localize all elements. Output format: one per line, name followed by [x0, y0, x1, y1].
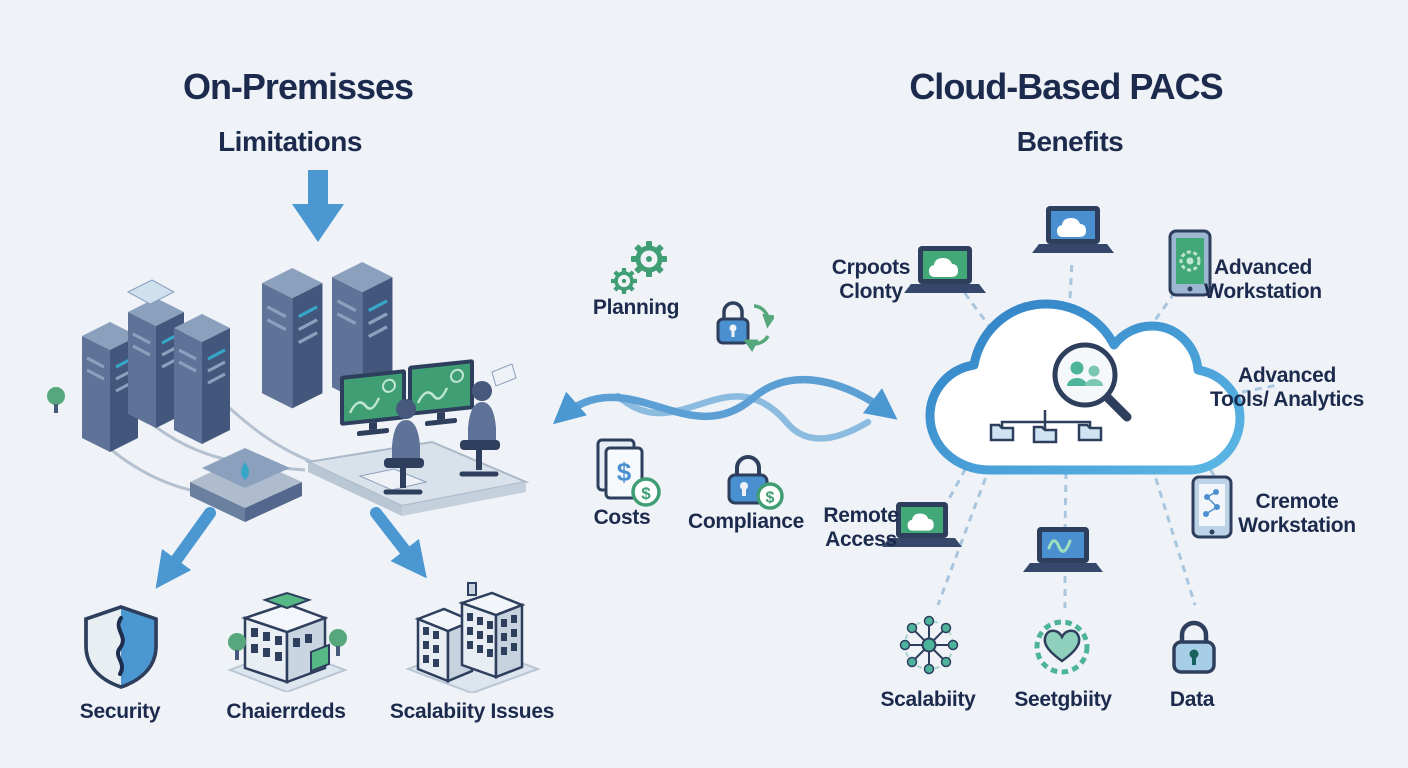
tangled-lines-icon — [548, 338, 903, 458]
lock-sync-icon — [710, 292, 774, 356]
lock-icon — [1166, 616, 1222, 678]
costs-label: Costs — [593, 506, 651, 529]
building-icon — [225, 580, 350, 692]
tablet-gear-icon — [1168, 229, 1212, 297]
remote-workstation-label: Cremote Workstation — [1238, 490, 1356, 538]
on-prem-title: On-Premisses — [182, 66, 414, 107]
cloud-icon — [925, 299, 1245, 475]
laptop-wave-icon — [1023, 527, 1103, 572]
svg-text:$: $ — [766, 490, 775, 507]
security-label: Security — [79, 700, 161, 723]
lock-dollar-icon: $ — [718, 448, 784, 510]
laptop-cloud-icon — [904, 246, 986, 293]
advanced-tools-label: Advanced Tools/ Analytics — [1210, 364, 1364, 412]
servers-illustration — [40, 250, 540, 530]
advanced-workstation-label: Advanced Workstation — [1204, 256, 1322, 304]
laptop-cloud-icon — [882, 502, 962, 547]
security-benefit-label: Seetgbiity — [1014, 688, 1112, 711]
diverging-arrows-icon — [118, 505, 448, 610]
data-label: Data — [1169, 688, 1215, 711]
scalability-label: Scalabiity — [880, 688, 976, 711]
svg-text:$: $ — [617, 457, 632, 487]
tablet-molecule-icon — [1191, 475, 1233, 539]
heart-circuit-icon — [1028, 616, 1096, 680]
compliance-label: Compliance — [687, 510, 805, 533]
svg-text:$: $ — [641, 484, 651, 503]
cloud-title: Cloud-Based PACS — [909, 66, 1223, 107]
shield-icon — [82, 604, 160, 690]
scalability-issues-label: Scalabiity Issues — [389, 700, 555, 723]
corporate-label: Crpoots Clonty — [831, 256, 911, 304]
buildings-icon — [400, 575, 545, 693]
gears-icon — [607, 240, 671, 298]
cloud-subtitle: Benefits — [1016, 126, 1124, 157]
network-nodes-icon — [893, 615, 965, 677]
cloud-network-illustration — [840, 180, 1400, 610]
down-arrow-icon — [292, 170, 344, 242]
challenges-label: Chaierrdeds — [226, 700, 346, 723]
on-prem-subtitle: Limitations — [218, 126, 362, 157]
laptop-cloud-icon — [1032, 206, 1114, 253]
remote-access-label: Remote Access — [823, 504, 899, 552]
planning-label: Planning — [592, 296, 680, 319]
documents-dollar-icon: $ $ — [592, 436, 662, 510]
